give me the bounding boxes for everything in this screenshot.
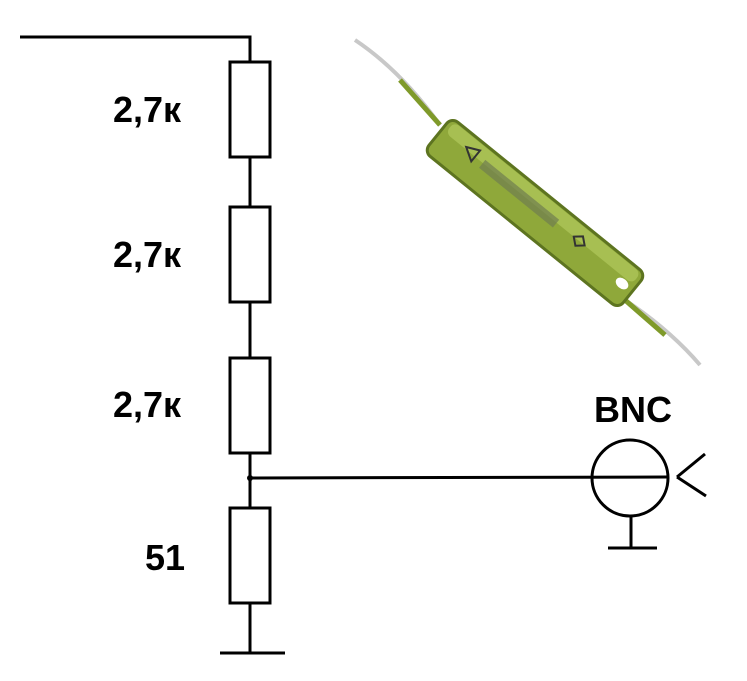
- label-r4: 51: [145, 537, 185, 578]
- label-r1: 2,7к: [113, 89, 182, 130]
- resistor-r2: [228, 205, 272, 304]
- resistor-r1: [228, 60, 272, 159]
- label-r2: 2,7к: [113, 234, 182, 275]
- label-bnc: BNC: [594, 389, 672, 430]
- output-wire: [249, 475, 669, 480]
- label-r3: 2,7к: [113, 384, 182, 425]
- resistor-r4: [228, 506, 272, 605]
- resistor-r3: [228, 356, 272, 455]
- resistor-photo: [353, 38, 702, 367]
- junction-dot: [247, 475, 253, 481]
- input-wire: [20, 35, 252, 62]
- bnc-pin-upper: [676, 452, 706, 479]
- bnc-pin-lower: [676, 475, 707, 498]
